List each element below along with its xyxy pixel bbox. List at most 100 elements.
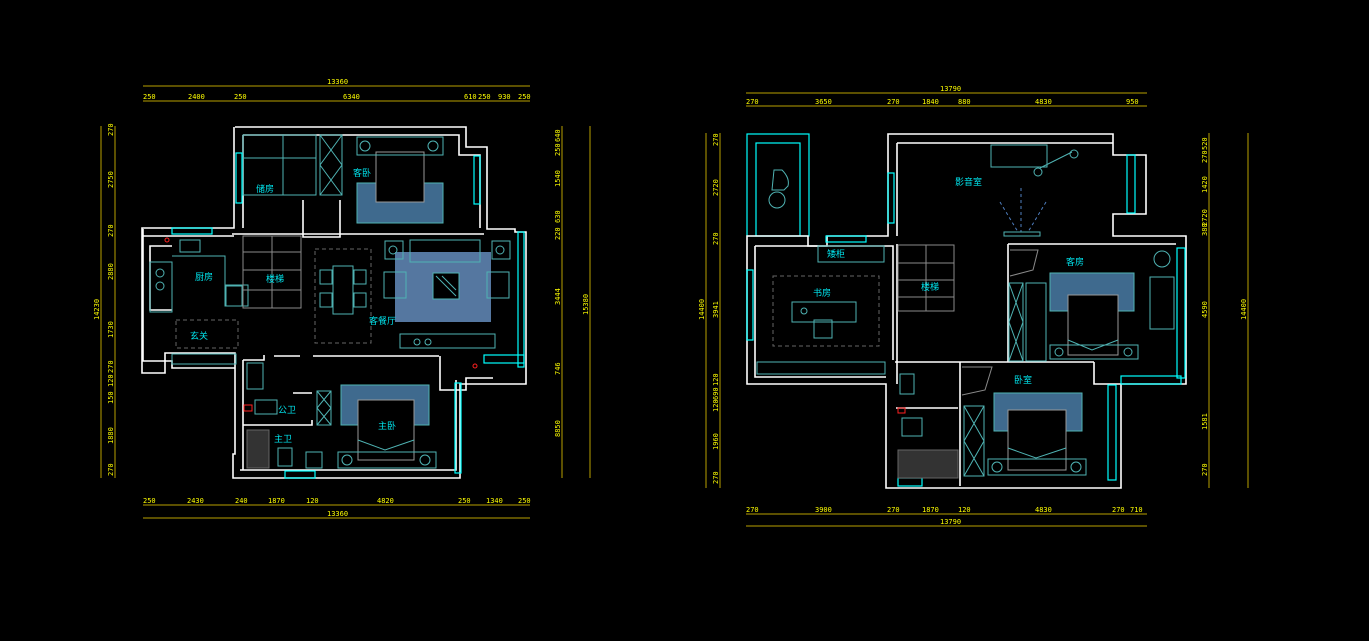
svg-text:13360: 13360: [327, 510, 348, 518]
room-label-stairs: 楼梯: [266, 273, 284, 285]
svg-text:270: 270: [1201, 150, 1209, 163]
svg-text:270: 270: [107, 463, 115, 476]
svg-text:250: 250: [554, 143, 562, 156]
svg-text:270: 270: [887, 506, 900, 514]
top-dimensions-1: 13360 250 2400 250 6340 610 250 930 250: [143, 78, 531, 102]
svg-text:270: 270: [712, 232, 720, 245]
svg-text:4590: 4590: [1201, 301, 1209, 318]
svg-text:950: 950: [1126, 98, 1139, 106]
svg-text:380: 380: [1201, 223, 1209, 236]
svg-text:3444: 3444: [554, 288, 562, 305]
svg-text:2400: 2400: [188, 93, 205, 101]
svg-text:3941: 3941: [712, 301, 720, 318]
svg-text:746: 746: [554, 362, 562, 375]
room-label-storage: 储房: [256, 183, 274, 195]
room-label-master-bedroom: 主卧: [378, 420, 396, 432]
svg-text:4830: 4830: [1035, 506, 1052, 514]
room-label-guest-bedroom: 客卧: [353, 167, 371, 179]
room-label-cabinet: 矮柜: [827, 248, 845, 260]
svg-text:1730: 1730: [107, 321, 115, 338]
svg-text:120: 120: [107, 374, 115, 387]
svg-text:880: 880: [958, 98, 971, 106]
room-label-living-dining: 客餐厅: [369, 315, 396, 327]
svg-text:120: 120: [712, 373, 720, 386]
svg-text:250: 250: [518, 93, 531, 101]
right-dimensions-1: 640 250 1540 630 220 3444 746 8850 15380: [554, 126, 591, 478]
svg-text:1840: 1840: [922, 98, 939, 106]
svg-text:270: 270: [746, 506, 759, 514]
svg-text:270: 270: [746, 98, 759, 106]
svg-text:14400: 14400: [1240, 299, 1248, 320]
svg-text:8850: 8850: [554, 420, 562, 437]
room-label-study: 书房: [813, 287, 831, 299]
room-label-media-room: 影音室: [955, 176, 982, 188]
room-label-master-bath: 主卫: [274, 433, 292, 445]
room-label-kitchen: 厨房: [195, 271, 213, 283]
svg-text:1540: 1540: [554, 170, 562, 187]
svg-text:630: 630: [554, 210, 562, 223]
bottom-dimensions-1: 250 2430 240 1870 120 4820 250 1340 250 …: [143, 497, 531, 519]
svg-text:930: 930: [498, 93, 511, 101]
room-label-guest-room: 客房: [1066, 256, 1084, 268]
svg-text:2430: 2430: [187, 497, 204, 505]
svg-text:4820: 4820: [377, 497, 394, 505]
svg-text:150: 150: [107, 391, 115, 404]
bottom-dimensions-2: 270 3900 270 1870 120 4830 270 710 13790: [746, 506, 1147, 527]
svg-text:1870: 1870: [268, 497, 285, 505]
svg-text:270: 270: [1201, 463, 1209, 476]
svg-text:250: 250: [518, 497, 531, 505]
svg-text:520: 520: [1201, 137, 1209, 150]
svg-text:13790: 13790: [940, 518, 961, 526]
svg-text:2750: 2750: [107, 171, 115, 188]
svg-text:1880: 1880: [107, 427, 115, 444]
svg-text:14400: 14400: [698, 299, 706, 320]
svg-text:13790: 13790: [940, 85, 961, 93]
svg-text:690: 690: [712, 387, 720, 400]
room-label-bedroom: 卧室: [1014, 374, 1032, 386]
svg-text:270: 270: [712, 471, 720, 484]
stairs-1: [242, 235, 302, 309]
svg-text:120: 120: [306, 497, 319, 505]
svg-text:13360: 13360: [327, 78, 348, 86]
svg-text:1581: 1581: [1201, 413, 1209, 430]
svg-text:1960: 1960: [712, 433, 720, 450]
svg-text:3650: 3650: [815, 98, 832, 106]
svg-text:2720: 2720: [1201, 209, 1209, 226]
svg-text:250: 250: [478, 93, 491, 101]
svg-text:270: 270: [1112, 506, 1125, 514]
svg-text:1420: 1420: [1201, 176, 1209, 193]
room-labels-1: 储房 客卧 厨房 楼梯 客餐厅 玄关 公卫 主卫 主卧: [190, 167, 396, 445]
svg-text:240: 240: [235, 497, 248, 505]
svg-text:270: 270: [107, 123, 115, 136]
floor-plan-2: 13790 270 3650 270 1840 880 4830 950 270…: [698, 85, 1249, 527]
top-dimensions-2: 13790 270 3650 270 1840 880 4830 950: [746, 85, 1147, 107]
svg-text:1340: 1340: [486, 497, 503, 505]
windows-2: [746, 154, 1186, 487]
svg-text:14230: 14230: [93, 299, 101, 320]
room-label-stairs-2: 楼梯: [921, 281, 939, 293]
room-label-entrance: 玄关: [190, 330, 208, 342]
svg-text:250: 250: [143, 497, 156, 505]
furniture-1: [149, 134, 511, 469]
svg-text:270: 270: [107, 360, 115, 373]
svg-text:250: 250: [458, 497, 471, 505]
svg-text:250: 250: [143, 93, 156, 101]
svg-text:250: 250: [234, 93, 247, 101]
left-dimensions-1: 14230 270 2750 270 2880 1730 270 120 150…: [93, 123, 116, 478]
svg-text:220: 220: [554, 227, 562, 240]
right-dimensions-2: 520 270 1420 2720 380 4590 1581 270 1440…: [1201, 133, 1249, 488]
svg-text:2720: 2720: [712, 179, 720, 196]
furniture-2: [756, 144, 1175, 479]
svg-text:710: 710: [1130, 506, 1143, 514]
room-label-public-bath: 公卫: [278, 405, 296, 416]
svg-text:4830: 4830: [1035, 98, 1052, 106]
svg-text:270: 270: [712, 133, 720, 146]
svg-text:640: 640: [554, 129, 562, 142]
svg-text:2880: 2880: [107, 263, 115, 280]
svg-text:610: 610: [464, 93, 477, 101]
stairs-2: [897, 244, 955, 312]
walls-2: [746, 133, 1187, 489]
svg-text:6340: 6340: [343, 93, 360, 101]
svg-text:3900: 3900: [815, 506, 832, 514]
